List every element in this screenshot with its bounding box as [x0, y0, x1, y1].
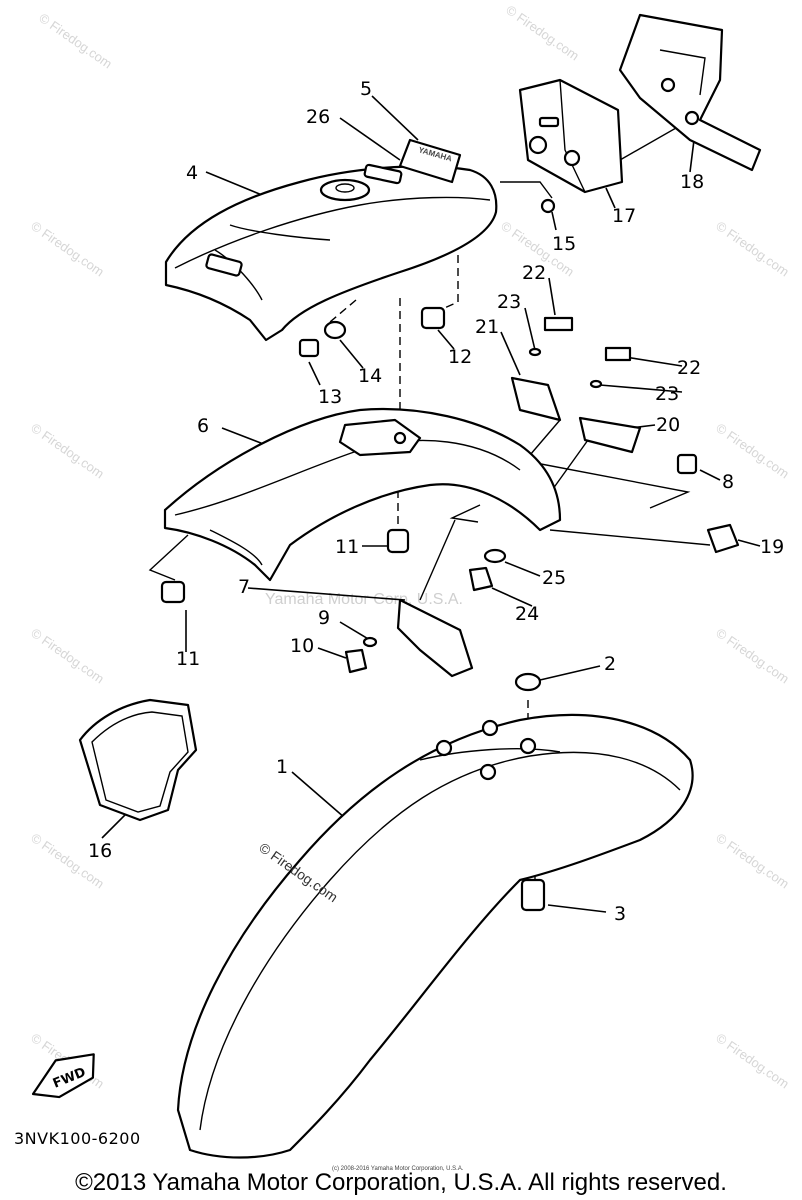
- yamaha-emblem: [398, 138, 462, 184]
- callout-label: 1: [276, 756, 288, 778]
- front-fender: [176, 713, 694, 1159]
- reflector-19: [706, 523, 740, 554]
- small-print: (c) 2008-2016 Yamaha Motor Corporation, …: [332, 1166, 464, 1172]
- callout-label: 18: [680, 171, 704, 193]
- taillight-housing: [518, 78, 624, 194]
- footer-copyright: ©2013 Yamaha Motor Corporation, U.S.A. A…: [75, 1169, 727, 1196]
- washer-23a: [528, 347, 542, 357]
- rear-cowl: YAMAHA: [164, 138, 498, 342]
- callout-label: 22: [522, 262, 546, 284]
- callout-label: 8: [722, 471, 734, 493]
- watermark: © Firedog.com: [713, 830, 792, 891]
- nut-10: [344, 648, 368, 674]
- callout-label: 21: [475, 316, 499, 338]
- callout-label: 11: [335, 536, 359, 558]
- washer-9: [362, 636, 378, 648]
- callout-label: 6: [197, 415, 209, 437]
- callout-label: 5: [360, 78, 372, 100]
- callout-label: 15: [552, 233, 576, 255]
- watermark: © Firedog.com: [36, 10, 115, 71]
- watermark: © Firedog.com: [28, 420, 107, 481]
- washer-25: [483, 548, 507, 564]
- grommet-12: [420, 306, 446, 330]
- callout-label: 17: [612, 205, 636, 227]
- mud-flap: [78, 698, 198, 822]
- callout-label: 25: [542, 567, 566, 589]
- callout-label: 20: [656, 414, 680, 436]
- bolt-11a: [386, 528, 410, 554]
- callout-label: 7: [238, 576, 250, 598]
- callout-label: 12: [448, 346, 472, 368]
- callout-label: 24: [515, 603, 539, 625]
- callout-label: 11: [176, 648, 200, 670]
- watermark: © Firedog.com: [28, 625, 107, 686]
- callout-label: 23: [497, 291, 521, 313]
- callout-label: 26: [306, 106, 330, 128]
- washer-15: [540, 198, 556, 214]
- watermark: © Firedog.com: [713, 218, 792, 279]
- fwd-arrow: FWD: [31, 1053, 95, 1099]
- bolt-8: [676, 453, 698, 475]
- callout-labels: 1 2 3 4 5 6 7 8 9 10 11 11 12 13 14 15 1…: [88, 78, 784, 925]
- bracket-7: [396, 598, 474, 678]
- nut-24: [468, 566, 494, 592]
- washer-2: [514, 672, 542, 692]
- bracket-21: [510, 376, 562, 422]
- watermark: © Firedog.com: [713, 625, 792, 686]
- hardware: [160, 198, 740, 912]
- washer-14: [323, 320, 347, 340]
- callout-label: 3: [614, 903, 626, 925]
- license-bracket: [618, 13, 762, 172]
- washer-23b: [589, 379, 603, 389]
- callout-label: 4: [186, 162, 198, 184]
- bolt-22a: [543, 316, 574, 332]
- diagram-code: 3NVK100-6200: [14, 1129, 141, 1148]
- callout-label: 9: [318, 607, 330, 629]
- callout-label: 14: [358, 365, 382, 387]
- callout-label: 19: [760, 536, 784, 558]
- bolt-22b: [604, 346, 632, 362]
- callout-label: 22: [677, 357, 701, 379]
- callout-label: 2: [604, 653, 616, 675]
- watermark: © Firedog.com: [503, 2, 582, 63]
- bracket-20: [578, 416, 642, 454]
- watermark: © Firedog.com: [28, 218, 107, 279]
- callout-label: 13: [318, 386, 342, 408]
- center-watermark: Yamaha Motor Corp, U.S.A.: [265, 591, 463, 608]
- inner-rear-fender: [163, 407, 562, 582]
- bolt-13: [298, 338, 320, 358]
- callout-label: 16: [88, 840, 112, 862]
- callout-label: 10: [290, 635, 314, 657]
- callout-label: 23: [655, 383, 679, 405]
- watermark: © Firedog.com: [713, 1030, 792, 1091]
- bolt-11b: [160, 580, 186, 604]
- bolt-3: [520, 878, 546, 912]
